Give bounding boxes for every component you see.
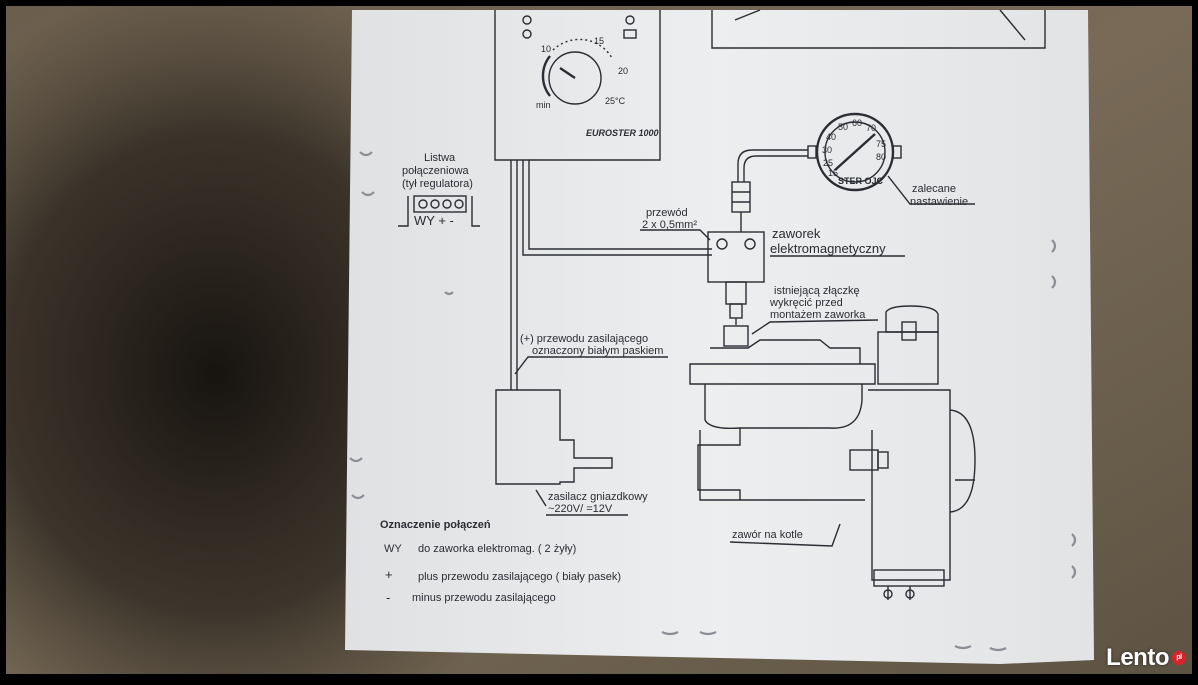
setting-line-1: zalecane [912,183,956,195]
gauge-label-25: 25 [823,158,833,168]
gauge-label-40: 40 [826,132,836,142]
temperature-gauge: 50 60 70 75 80 40 30 25 15 STER OJC [731,112,902,232]
gauge-label-70: 70 [866,123,876,133]
adapter-line-2: ~220V/ =12V [548,503,613,515]
strip-title-2: połączeniowa [402,165,470,177]
existing-line-3: montażem zaworka [770,309,866,321]
wire-line-1: przewód [646,207,688,219]
legend-symbol-plus: + [385,567,393,582]
legend-text-wy: do zaworka elektromag. ( 2 żyły) [418,543,576,555]
gauge-label-15: 15 [828,168,838,178]
gauge-label-60: 60 [852,118,862,128]
gauge-brand: STER OJC [838,176,884,186]
legend-symbol-minus: - [386,590,390,605]
dial-label-10: 10 [541,44,551,54]
lento-brand: Lento [1106,644,1169,671]
boiler-valve-leader [729,523,841,547]
staples [349,151,1077,652]
existing-line-1: istniejącą złączkę [774,285,860,297]
legend-text-plus: plus przewodu zasilającego ( biały pasek… [418,571,621,583]
gauge-label-80: 80 [876,152,886,162]
strip-title-3: (tył regulatora) [402,178,473,190]
dial-label-20: 20 [618,66,628,76]
adapter-leader [535,489,628,516]
solenoid-valve [707,231,765,347]
adapter-line-1: zasilacz gniazdkowy [548,491,648,503]
valve-line-2: elektromagnetyczny [770,241,886,256]
frame-lines [734,9,1026,41]
dial-label-min: min [536,100,551,110]
legend-text-minus: minus przewodu zasilającego [412,592,556,604]
existing-leader [751,319,879,335]
power-adapter-drawing [495,389,613,485]
dial-label-25: 25°C [605,96,626,106]
existing-line-2: wykręcić przed [769,297,843,309]
boiler-valve-label: zawór na kotle [732,529,803,541]
wiring [510,160,712,390]
gauge-label-75: 75 [876,139,886,149]
connector-strip: Listwa połączeniowa (tył regulatora) WY … [398,152,480,228]
gauge-label-50: 50 [838,122,848,132]
legend-symbol-wy: WY [384,543,402,555]
lento-tld: pl [1172,651,1186,665]
thermostat-drawing: 10 15 20 25°C min EUROSTER 1000 [494,10,661,161]
plus-wire-line-2: oznaczony białym paskiem [532,345,663,357]
strip-title-1: Listwa [424,152,456,164]
thermostat-model: EUROSTER 1000 [586,128,659,138]
dial-label-15: 15 [594,36,604,46]
setting-leader [887,175,975,205]
plus-wire-leader [514,356,668,375]
gauge-label-30: 30 [822,145,832,155]
setting-line-2: nastawienie [910,196,968,208]
wire-leader [640,229,711,241]
instruction-sheet [345,10,1094,664]
connection-legend: Oznaczenie połączeń WY do zaworka elektr… [380,519,621,605]
strip-terminals: WY + - [414,213,454,228]
plus-wire-line-1: (+) przewodu zasilającego [520,333,648,345]
legend-title: Oznaczenie połączeń [380,519,491,531]
wire-line-2: 2 x 0,5mm² [642,219,697,231]
boiler-valve-drawing [689,305,976,600]
valve-line-1: zaworek [772,226,821,241]
diagram-frame [711,10,1046,49]
